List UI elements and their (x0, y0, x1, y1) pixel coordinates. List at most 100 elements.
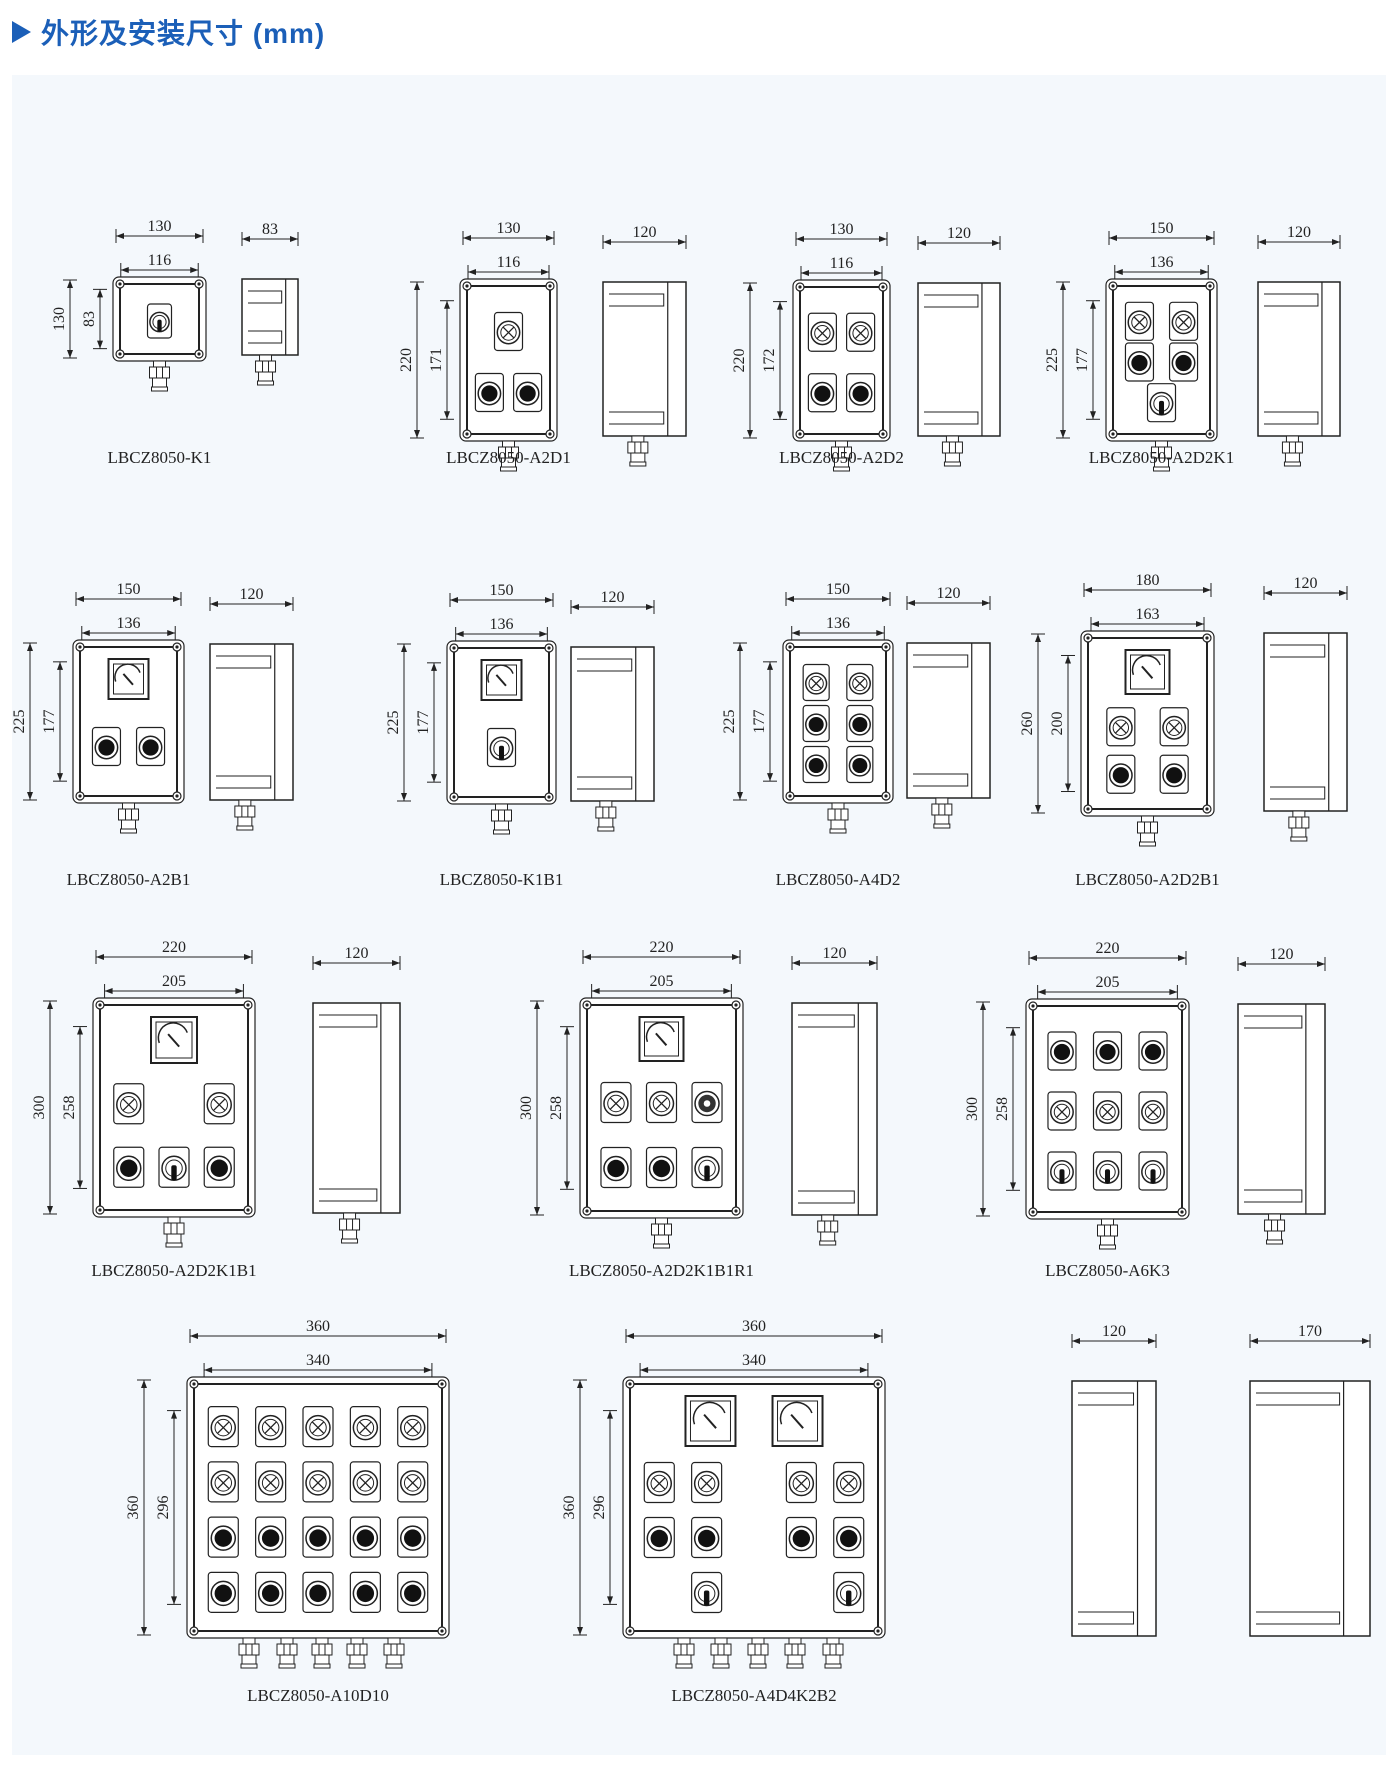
push-button-icon (91, 726, 122, 767)
push-button-icon (643, 1516, 675, 1559)
button-cap (852, 757, 868, 774)
gland-body (1267, 1230, 1283, 1241)
indicator-lamp-icon (846, 663, 874, 702)
gland-body (1100, 1235, 1115, 1246)
dim-inner-width-arrow-left (1037, 989, 1046, 995)
gland-nut (627, 441, 649, 454)
side-body (1257, 281, 1341, 437)
gland-end (313, 1663, 331, 1669)
side-view: 120 (602, 224, 687, 467)
gland-body (1284, 452, 1300, 463)
lamp-cross (655, 1097, 668, 1110)
meter-needle (1141, 665, 1154, 679)
dim-inner-height-arrow-bottom (777, 411, 783, 420)
dim-width-arrow-left (1029, 955, 1037, 961)
dim-inner-height-label: 177 (1074, 348, 1091, 372)
dim-inner-height-arrow-top (564, 1026, 570, 1035)
dim-width-arrow-left (190, 1333, 198, 1339)
push-button-icon (846, 704, 874, 743)
gland-body (944, 452, 960, 463)
gland-neck (935, 797, 949, 805)
dim-height-arrow-bottom (414, 430, 420, 438)
push-button-icon (1168, 342, 1199, 382)
switch-lever (1150, 1169, 1156, 1184)
lamp-cross (311, 1421, 325, 1434)
side-view-a4d4k2b2: 170 (1249, 1323, 1371, 1637)
gland-neck (1268, 1213, 1282, 1221)
gland-nut (383, 1643, 405, 1656)
button-cap (697, 1529, 716, 1548)
dim-height-arrow-top (1035, 634, 1041, 642)
dim-height-arrow-bottom (747, 430, 753, 438)
gland-body (279, 1654, 295, 1665)
dim-depth-label: 83 (262, 221, 278, 238)
dim-inner-width-arrow-left (791, 630, 800, 636)
indicator-lamp-icon (302, 1461, 334, 1503)
model-label: LBCZ8050-K1 (108, 448, 212, 467)
cable-gland-icon (831, 440, 852, 472)
dim-inner-width-arrow-left (204, 1367, 213, 1373)
corner-screw-center (465, 432, 469, 436)
meter-scale (645, 1021, 675, 1043)
dim-inner-height-arrow-bottom (171, 1596, 177, 1605)
indicator-lamp-icon (1047, 1091, 1077, 1131)
gland-end (653, 1243, 670, 1249)
gland-end (1290, 836, 1308, 842)
side-hinge-bottom (798, 1190, 855, 1204)
gland-nut (339, 1218, 361, 1231)
gland-end (257, 380, 275, 386)
gland-neck (788, 1637, 802, 1645)
dim-width-arrow-right (874, 1333, 882, 1339)
dim-inner-height-arrow-top (777, 301, 783, 310)
indicator-lamp-icon (1124, 301, 1155, 341)
dim-width-arrow-left (1109, 235, 1117, 241)
model-label: LBCZ8050-A2D2K1B1 (91, 1261, 256, 1280)
dim-height-arrow-top (1060, 282, 1066, 290)
dim-width-label: 360 (306, 1318, 330, 1335)
reset-button-icon (691, 1081, 723, 1124)
gland-neck (502, 440, 515, 448)
lamp-cross (359, 1421, 372, 1434)
cable-gland-icon (346, 1637, 368, 1669)
gland-body (654, 1234, 669, 1245)
gland-nut (1281, 441, 1303, 454)
dim-inner-width-arrow-right (540, 269, 549, 275)
cable-gland-icon (1097, 1218, 1118, 1250)
dim-inner-height-arrow-bottom (767, 773, 773, 782)
indicator-lamp-icon (1092, 1091, 1123, 1131)
dim-height-arrow-bottom (534, 1207, 540, 1215)
gland-body (152, 377, 167, 388)
dim-inner-height-arrow-bottom (1010, 1182, 1016, 1191)
gland-neck (1141, 815, 1154, 823)
dim-inner-height-arrow-top (1090, 300, 1096, 309)
dim-width-arrow-left (96, 954, 104, 960)
push-button-icon (207, 1571, 239, 1613)
gland-nut (784, 1643, 806, 1656)
dim-depth-arrow-right (1148, 1338, 1156, 1344)
dim-height-label: 220 (731, 349, 748, 373)
dim-inner-width-label: 116 (497, 254, 520, 271)
cable-gland-icon (651, 1217, 672, 1249)
push-button-icon (302, 1571, 334, 1613)
dim-inner-width-label: 136 (117, 615, 141, 632)
side-view: 120 (570, 589, 655, 832)
dim-inner-width-arrow-left (120, 267, 129, 273)
indicator-lamp-icon (302, 1406, 334, 1448)
indicator-lamp-icon (1168, 301, 1199, 341)
side-body (791, 1002, 878, 1216)
button-cap (1131, 354, 1148, 372)
dim-inner-width-label: 205 (162, 973, 186, 990)
dim-inner-width-arrow-right (235, 988, 244, 994)
gland-end (385, 1663, 403, 1669)
dim-inner-width-arrow-left (81, 630, 90, 636)
dim-inner-height-arrow-bottom (431, 774, 437, 783)
dim-height-arrow-bottom (401, 793, 407, 801)
button-cap (261, 1529, 280, 1547)
dim-inner-height-arrow-bottom (57, 773, 63, 782)
dim-width-label: 220 (1096, 940, 1120, 957)
corner-screw-center (788, 645, 792, 649)
dim-depth-arrow-right (285, 601, 293, 607)
indicator-lamp-icon (643, 1461, 675, 1504)
